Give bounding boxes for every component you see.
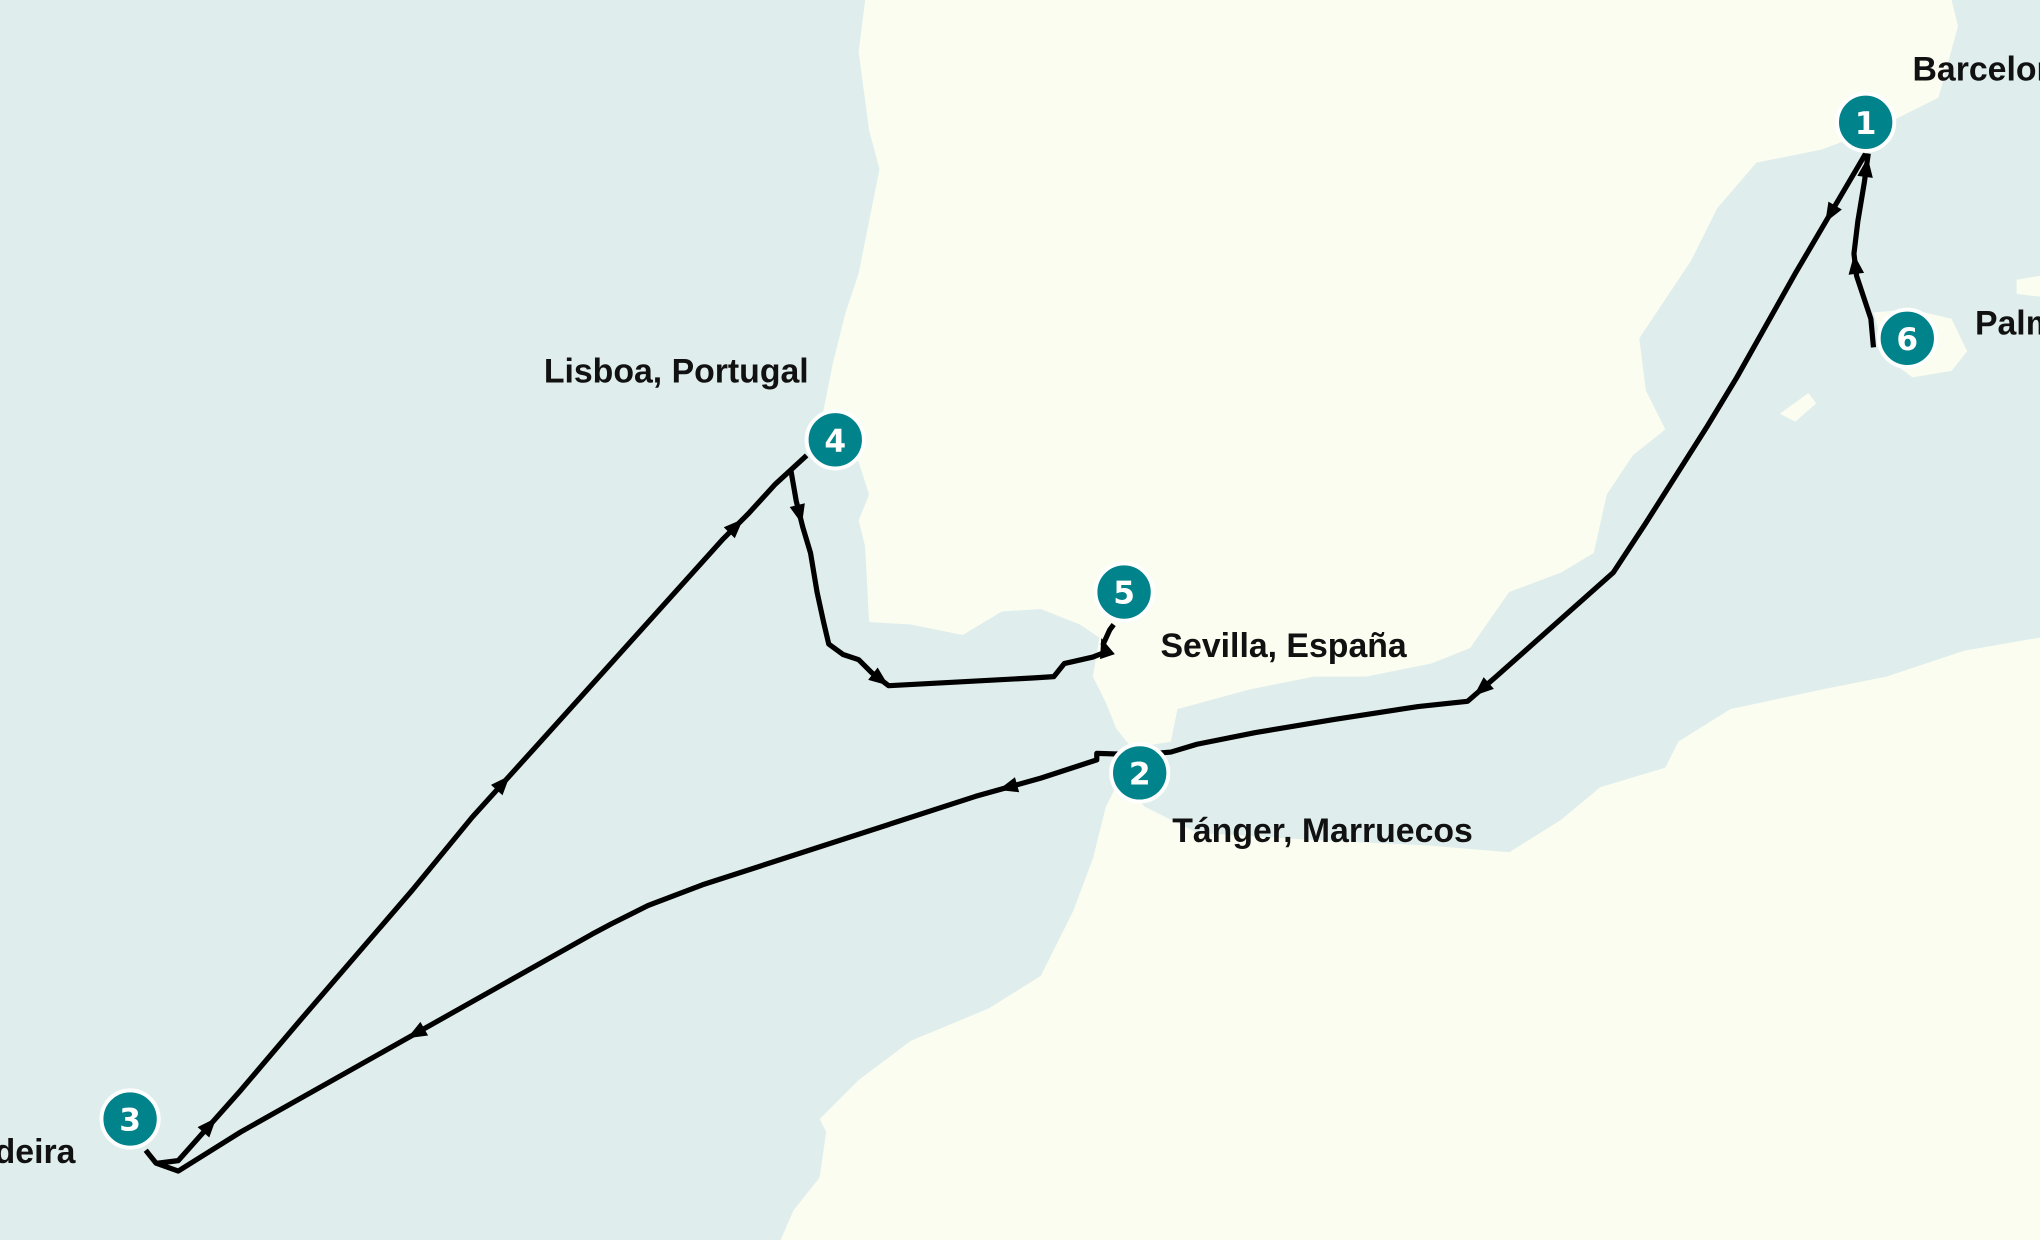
stop-marker-3[interactable]: 3 — [99, 1088, 161, 1150]
direction-arrow-icon — [1848, 254, 1865, 275]
label-palma: Palma — [1975, 304, 2040, 342]
land-ibiza — [1779, 392, 1817, 422]
direction-arrow-icon — [789, 503, 805, 525]
route-lines — [143, 152, 1877, 1174]
marker-number: 5 — [1113, 576, 1135, 612]
direction-arrow-icon — [1857, 157, 1873, 178]
marker-number: 6 — [1896, 322, 1918, 358]
marker-number: 4 — [824, 423, 846, 459]
direction-arrow-icon — [1100, 638, 1115, 660]
label-barcelona: Barcelona — [1913, 51, 2040, 89]
label-tanger: Tánger, Marruecos — [1172, 812, 1473, 850]
label-lisboa: Lisboa, Portugal — [544, 353, 809, 391]
label-sevilla: Sevilla, España — [1161, 627, 1408, 665]
route-leg-2-3 — [143, 750, 1140, 1174]
label-madeira: Madeira — [0, 1133, 77, 1171]
land-africa — [780, 637, 2040, 1240]
stop-marker-5[interactable]: 5 — [1093, 561, 1155, 623]
direction-arrow-icon — [1825, 201, 1842, 223]
direction-arrow-icon — [490, 775, 510, 796]
land-menorca — [2016, 275, 2040, 297]
direction-arrow-icon — [998, 777, 1020, 793]
marker-number: 2 — [1129, 757, 1151, 793]
marker-circle — [1876, 307, 1938, 369]
route-leg-6-1 — [1851, 153, 1877, 348]
marker-number: 1 — [1855, 106, 1877, 142]
direction-arrow-icon — [407, 1021, 429, 1039]
marker-circle — [99, 1088, 161, 1150]
marker-circle — [804, 409, 866, 471]
stop-labels: Barcelona Tánger, Marruecos Madeira Lisb… — [0, 51, 2040, 1172]
stop-markers: 1 2 3 4 5 6 — [99, 91, 1938, 1150]
marker-circle — [1835, 91, 1897, 153]
marker-number: 3 — [119, 1103, 141, 1139]
stop-marker-2[interactable]: 2 — [1109, 742, 1171, 804]
direction-arrow-icon — [1473, 677, 1494, 696]
direction-arrow-icon — [868, 667, 889, 686]
direction-arrow-icon — [197, 1117, 217, 1138]
stop-marker-1[interactable]: 1 — [1835, 91, 1897, 153]
marker-circle — [1109, 742, 1171, 804]
marker-circle — [1093, 561, 1155, 623]
stop-marker-4[interactable]: 4 — [804, 409, 866, 471]
land-iberia — [819, 0, 1959, 749]
direction-arrow-icon — [723, 518, 744, 539]
stop-marker-6[interactable]: 6 — [1876, 307, 1938, 369]
